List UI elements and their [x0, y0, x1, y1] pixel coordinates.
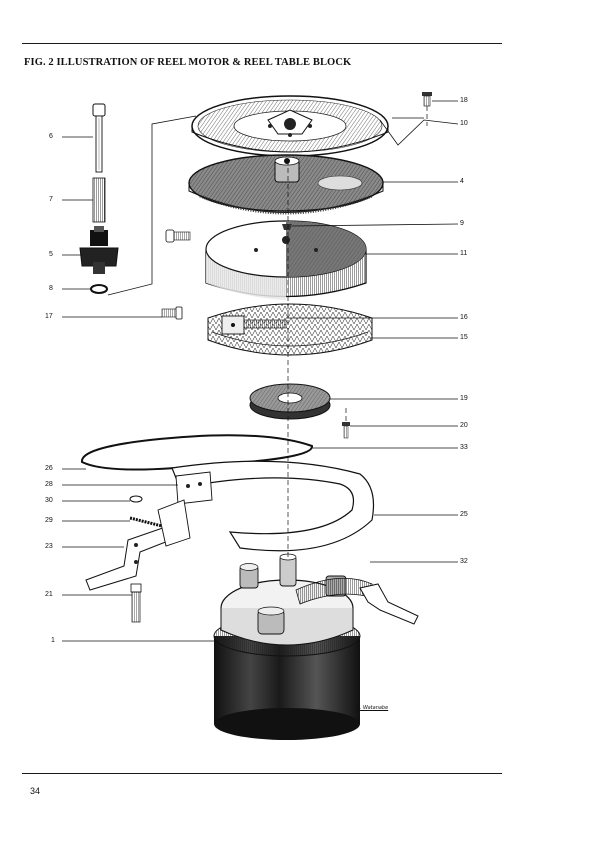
lever-23 [86, 500, 190, 590]
callout-30: 30 [45, 497, 53, 505]
ring-8 [91, 285, 107, 293]
callout-32: 32 [460, 558, 468, 566]
clutch-hub-5 [80, 226, 118, 274]
callout-8: 8 [49, 285, 53, 293]
brake-strap-25 [172, 461, 374, 551]
callout-1: 1 [51, 637, 55, 645]
callout-25: 25 [460, 511, 468, 519]
spring-7 [93, 178, 105, 222]
artist-signature: H. Watanabe [356, 705, 388, 711]
callout-26: 26 [45, 465, 53, 473]
reel-disc-4 [189, 155, 383, 213]
callout-23: 23 [45, 543, 53, 551]
callout-29: 29 [45, 517, 53, 525]
reel-table-disc-10 [192, 96, 388, 156]
callout-6: 6 [49, 133, 53, 141]
callout-9: 9 [460, 220, 464, 228]
callout-18: 18 [460, 97, 468, 105]
callout-20: 20 [460, 422, 468, 430]
bolt-6 [93, 104, 105, 172]
screw-17 [162, 307, 182, 319]
callout-16: 16 [460, 314, 468, 322]
callout-21: 21 [45, 591, 53, 599]
callout-4: 4 [460, 178, 464, 186]
callout-10: 10 [460, 120, 468, 128]
screw-20 [342, 422, 350, 438]
hub-19 [250, 384, 330, 419]
stud-21 [131, 584, 141, 622]
callout-33: 33 [460, 444, 468, 452]
callout-28: 28 [45, 481, 53, 489]
bottom-rule [22, 773, 502, 774]
callout-11: 11 [460, 250, 467, 258]
page-number: 34 [30, 786, 40, 796]
washer-30 [130, 496, 142, 502]
callout-19: 19 [460, 395, 468, 403]
screw-18 [422, 92, 432, 106]
callout-5: 5 [49, 251, 53, 259]
callout-7: 7 [49, 196, 53, 204]
screw-upper-left [166, 230, 190, 242]
pulley-11 [206, 221, 366, 300]
callout-15: 15 [460, 334, 468, 342]
callout-17: 17 [45, 313, 53, 321]
